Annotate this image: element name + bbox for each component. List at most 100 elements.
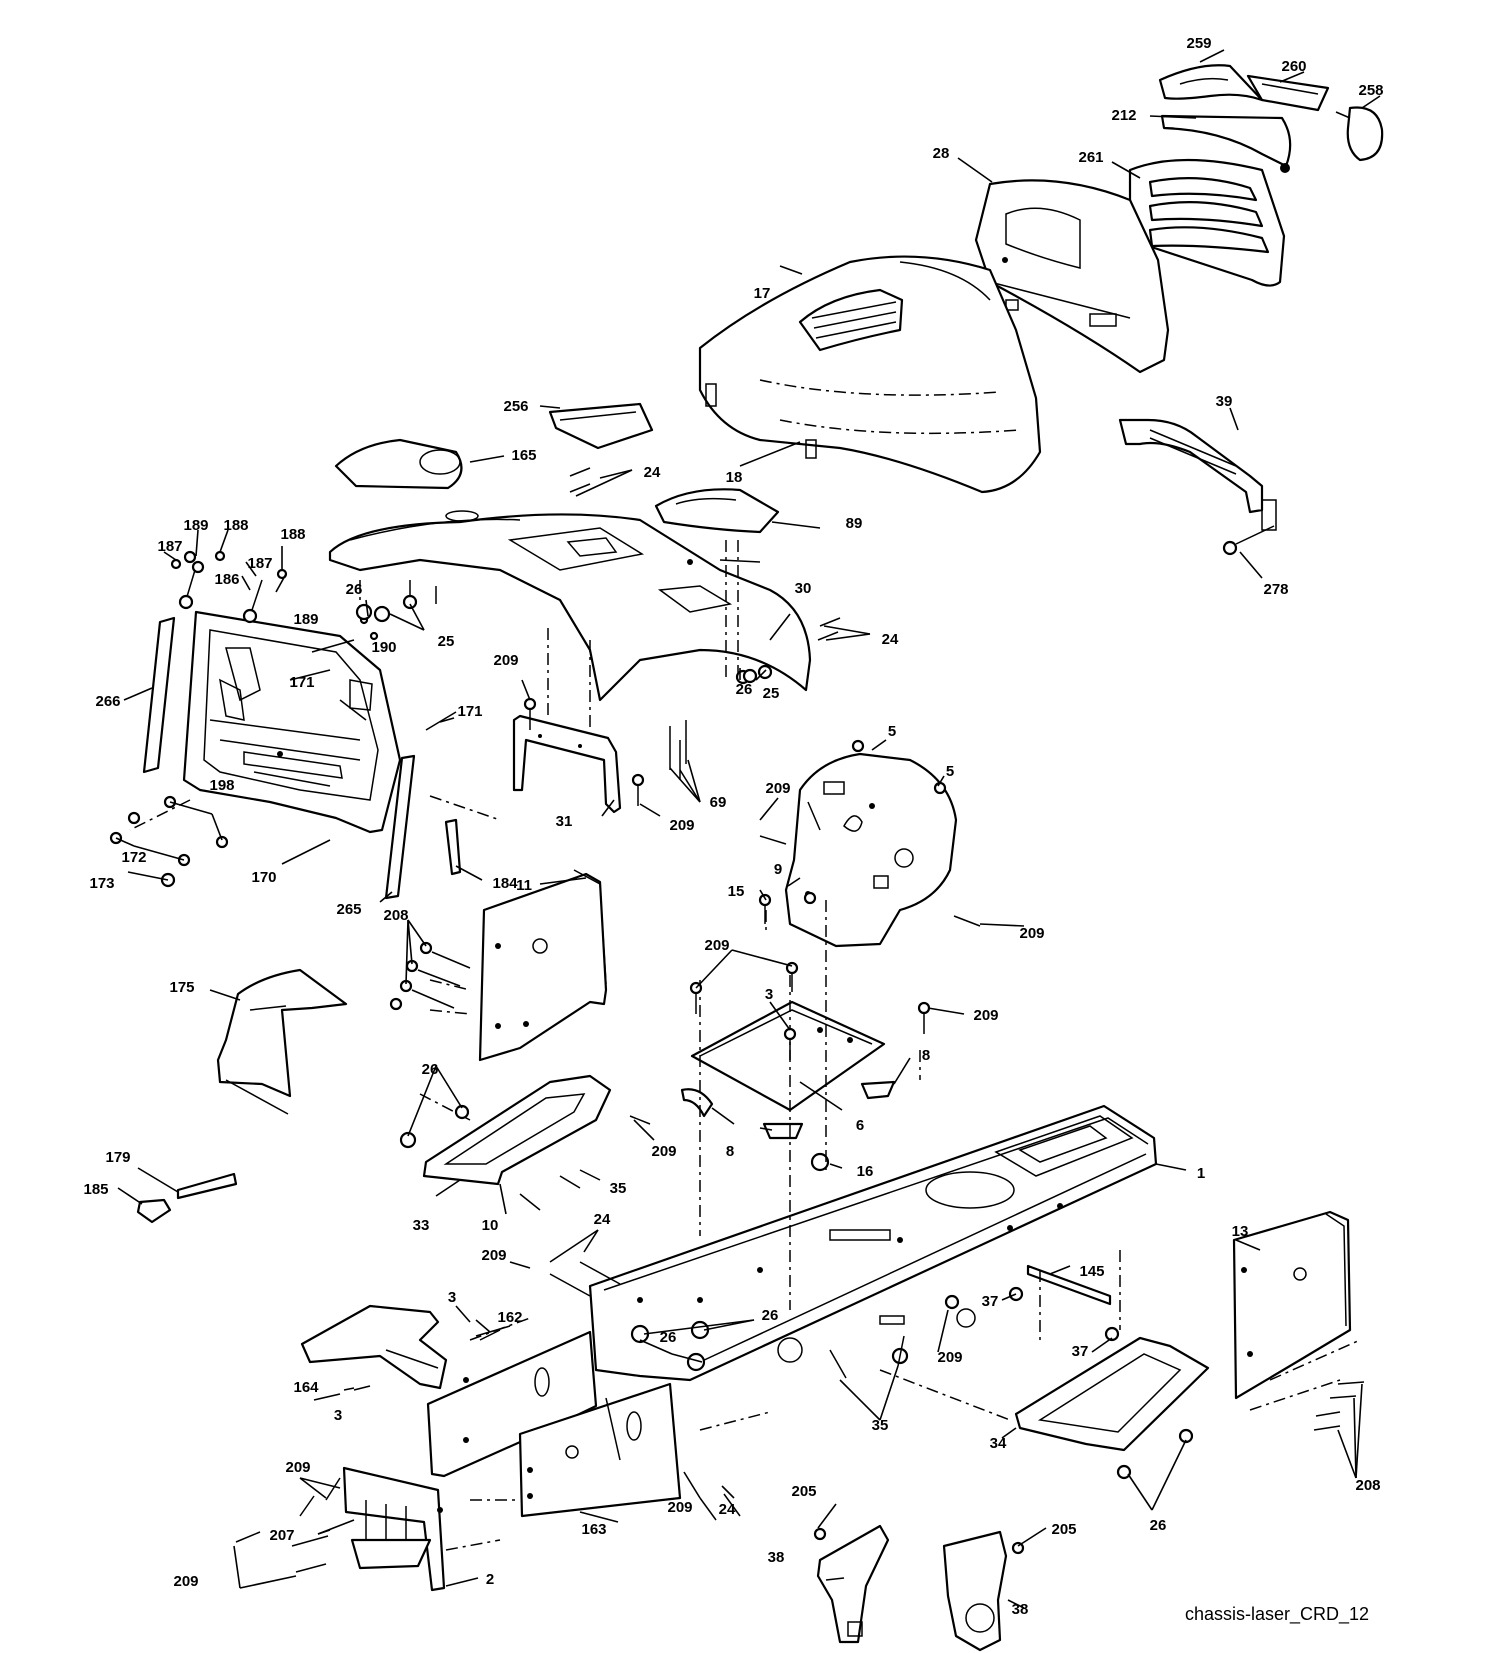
callout-265: 265 [336, 901, 361, 918]
callout-258: 258 [1358, 82, 1383, 99]
plate-6 [690, 1000, 886, 1112]
callout-26-dash: 26 [346, 581, 363, 598]
hood-front-28 [974, 179, 1170, 374]
callout-260: 260 [1281, 58, 1306, 75]
dash-housing-9 [784, 739, 958, 948]
callout-164: 164 [293, 1379, 319, 1396]
footrest-34 [1014, 1336, 1210, 1452]
callout-11: 11 [516, 877, 532, 894]
callout-26-b: 26 [762, 1307, 779, 1324]
callout-26-a: 26 [422, 1061, 439, 1078]
callout-207: 207 [269, 1527, 294, 1544]
grille-top-trim-259 [1158, 64, 1264, 102]
screw-278 [1222, 525, 1275, 556]
callout-259: 259 [1186, 35, 1211, 52]
callout-189-b: 189 [293, 611, 318, 628]
callout-17: 17 [754, 285, 771, 302]
callout-179: 179 [105, 1149, 130, 1166]
bracket-31 [512, 714, 622, 814]
callout-13: 13 [1232, 1223, 1249, 1240]
callout-189-a: 189 [183, 517, 208, 534]
callout-209-g: 209 [651, 1143, 676, 1160]
callout-209-b: 209 [765, 780, 790, 797]
callout-24-bot: 24 [719, 1501, 736, 1518]
callout-208-b: 208 [1355, 1477, 1380, 1494]
callout-209-d: 209 [1019, 925, 1044, 942]
callout-3-c: 3 [334, 1407, 342, 1424]
callout-24-top: 24 [644, 464, 661, 481]
callout-34: 34 [990, 1435, 1007, 1452]
cover-256 [548, 402, 654, 450]
diagram-caption: chassis-laser_CRD_12 [1185, 1604, 1370, 1624]
bracket-179 [176, 1172, 238, 1200]
callout-33: 33 [413, 1217, 430, 1234]
hood-bracket-39 [1118, 418, 1277, 531]
callout-187-b: 187 [247, 555, 272, 572]
callout-8-a: 8 [922, 1047, 930, 1064]
grille-261 [1128, 158, 1286, 287]
fender-side-11 [478, 869, 608, 1062]
callout-209-e: 209 [704, 937, 729, 954]
callout-170: 170 [251, 869, 276, 886]
side-strip-265 [384, 754, 416, 900]
callout-209-a: 209 [493, 652, 518, 669]
callout-24-fender: 24 [882, 631, 899, 648]
callout-185: 185 [83, 1181, 108, 1198]
callout-172: 172 [121, 849, 146, 866]
callout-209-j: 209 [285, 1459, 310, 1476]
callout-162: 162 [497, 1309, 522, 1326]
bracket-38-left [816, 1524, 890, 1644]
callout-38-b: 38 [1012, 1601, 1029, 1618]
callout-190: 190 [371, 639, 396, 656]
emblem-258 [1335, 106, 1384, 162]
callout-26-d: 26 [1150, 1517, 1167, 1534]
callout-37-b: 37 [1072, 1343, 1089, 1360]
callout-39: 39 [1216, 393, 1233, 410]
bracket-38-right [942, 1530, 1008, 1652]
callout-205-a: 205 [791, 1483, 816, 1500]
callout-188-b: 188 [280, 526, 305, 543]
callout-37-a: 37 [982, 1293, 999, 1310]
callout-188-a: 188 [223, 517, 248, 534]
side-strip-266 [142, 616, 176, 774]
clip-8b [762, 1122, 804, 1140]
callout-209-i: 209 [937, 1349, 962, 1366]
hood-17 [698, 255, 1042, 494]
callout-6: 6 [856, 1117, 864, 1134]
latch-185 [136, 1198, 172, 1224]
callout-69: 69 [710, 794, 727, 811]
callout-35-a: 35 [610, 1180, 627, 1197]
fender-30 [328, 510, 812, 702]
footrest-33 [422, 1074, 612, 1186]
callout-171-b: 171 [457, 703, 482, 720]
callout-209-c: 209 [669, 817, 694, 834]
callout-16: 16 [857, 1163, 874, 1180]
callout-145: 145 [1079, 1263, 1104, 1280]
callout-2: 2 [486, 1571, 494, 1588]
callout-208-a: 208 [383, 907, 408, 924]
support-bar-145 [1026, 1264, 1112, 1306]
clip-184 [444, 818, 462, 876]
callout-28: 28 [933, 145, 950, 162]
clip-8c [860, 1080, 896, 1100]
callout-175: 175 [169, 979, 194, 996]
callout-30: 30 [795, 580, 812, 597]
callout-9: 9 [774, 861, 782, 878]
callout-209-f: 209 [973, 1007, 998, 1024]
fender-side-13 [1232, 1210, 1352, 1400]
callout-256: 256 [503, 398, 528, 415]
callout-3-b: 3 [448, 1289, 456, 1306]
nut-16 [810, 1152, 830, 1172]
callout-24-mid: 24 [594, 1211, 611, 1228]
panel-170 [182, 610, 402, 834]
callout-209-l: 209 [173, 1573, 198, 1590]
callout-278: 278 [1263, 581, 1288, 598]
callout-15: 15 [728, 883, 745, 900]
callout-3-a: 3 [765, 986, 773, 1003]
callout-25-dash: 25 [438, 633, 455, 650]
callout-5-b: 5 [946, 763, 954, 780]
callout-89: 89 [846, 515, 863, 532]
callout-186: 186 [214, 571, 239, 588]
callout-1: 1 [1197, 1165, 1205, 1182]
callout-261: 261 [1078, 149, 1103, 166]
